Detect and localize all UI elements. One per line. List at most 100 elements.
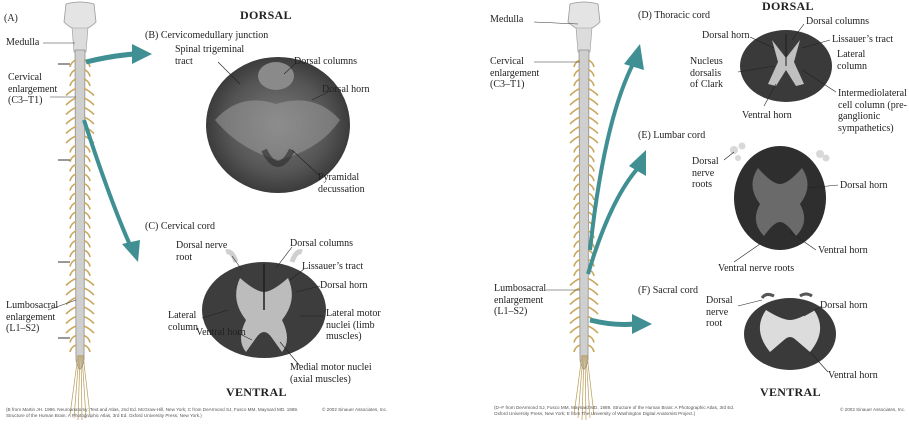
spinal-nerve: [588, 326, 598, 333]
spinal-nerve: [570, 317, 580, 324]
b-dorsal-columns-label: Dorsal columns: [294, 56, 357, 68]
spinal-nerve: [588, 307, 598, 314]
section-e-image: [730, 143, 830, 251]
dorsal-heading: DORSAL: [762, 0, 814, 14]
spinal-nerve: [588, 203, 594, 210]
spinal-nerve: [588, 336, 594, 343]
spinal-nerve: [574, 336, 580, 343]
spinal-nerve: [84, 203, 90, 210]
spinal-nerve: [84, 212, 90, 219]
spinal-nerve: [70, 345, 76, 352]
spinal-nerve: [84, 89, 94, 96]
spinal-nerve: [570, 326, 580, 333]
section-c-title: (C) Cervical cord: [145, 221, 215, 233]
cervical-enlargement-label: Cervicalenlargement(C3–T1): [8, 72, 57, 107]
spinal-nerve: [570, 298, 580, 305]
e-ventral-horn-label: Ventral horn: [818, 245, 868, 257]
spinal-nerve: [570, 279, 580, 286]
nucleus-dorsalis-label: Nucleusdorsalisof Clark: [690, 56, 723, 91]
spinal-nerve: [588, 136, 598, 143]
spinal-nerve: [570, 89, 580, 96]
c-ventral-horn-label: Ventral horn: [196, 327, 246, 339]
arrow-to-c: [84, 120, 140, 262]
spinal-nerve: [66, 317, 76, 324]
section-d-image: [740, 30, 832, 102]
spinal-nerve: [66, 136, 76, 143]
spinal-nerve: [574, 269, 580, 276]
right-footnote: (D–F from DeArmond SJ, Fusco MM, Maynard…: [494, 405, 734, 417]
brainstem: [64, 2, 96, 52]
spinal-nerve: [84, 317, 94, 324]
spinal-nerve: [66, 117, 76, 124]
panel-a-label: (A): [4, 13, 18, 25]
spinal-nerve: [588, 288, 598, 295]
spinal-nerve: [84, 260, 90, 267]
right-copyright: © 2002 Sinauer Associates, Inc.: [840, 407, 905, 413]
spinal-nerve: [588, 345, 594, 352]
spinal-nerve: [588, 117, 598, 124]
d-lissauer-label: Lissauer’s tract: [832, 34, 893, 46]
e-dorsal-horn-label: Dorsal horn: [840, 180, 888, 192]
intermediolateral-label: Intermediolateralcell column (pre-gangli…: [838, 88, 907, 134]
spinal-nerve: [588, 89, 598, 96]
left-panel: (A) Medulla Cervicalenlargement(C3–T1) L…: [0, 0, 448, 425]
dorsal-heading: DORSAL: [240, 9, 292, 23]
section-e-title: (E) Lumbar cord: [638, 130, 705, 142]
spinal-nerve: [66, 89, 76, 96]
lumbosacral-enlargement-label: Lumbosacralenlargement(L1–S2): [494, 283, 546, 318]
f-dorsal-horn-label: Dorsal horn: [820, 300, 868, 312]
spinal-cord: [579, 50, 589, 369]
spinal-nerve: [70, 269, 76, 276]
spinal-nerve: [574, 231, 580, 238]
spinal-nerve: [588, 279, 598, 286]
spinal-nerve: [570, 108, 580, 115]
spinal-nerve: [84, 307, 94, 314]
arrow-to-e: [588, 150, 646, 274]
spinal-nerve: [84, 241, 90, 248]
spinal-nerve: [570, 117, 580, 124]
e-dorsal-nerve-roots-label: Dorsalnerveroots: [692, 156, 719, 191]
spinal-nerve: [66, 98, 76, 105]
arrow-to-b: [86, 44, 152, 64]
spinal-nerve: [574, 203, 580, 210]
spinal-nerve: [570, 136, 580, 143]
c-lissauer-label: Lissauer’s tract: [302, 261, 363, 273]
c-medial-motor-nuclei-label: Medial motor nuclei(axial muscles): [290, 362, 372, 385]
spinal-nerve: [84, 279, 94, 286]
spinal-nerve: [84, 336, 90, 343]
spinal-nerve: [574, 345, 580, 352]
spinal-nerve: [588, 108, 598, 115]
spinal-nerve: [84, 222, 90, 229]
spinal-nerve: [574, 260, 580, 267]
spinal-nerve: [84, 231, 90, 238]
d-dorsal-horn-label: Dorsal horn: [702, 30, 750, 42]
spinal-nerve: [70, 222, 76, 229]
segment-ticks: [58, 64, 70, 338]
spinal-nerve: [70, 336, 76, 343]
lumbosacral-enlargement-label: Lumbosacralenlargement(L1–S2): [6, 300, 58, 335]
spinal-nerve: [574, 212, 580, 219]
spinal-nerve: [570, 288, 580, 295]
d-lateral-column-label: Lateralcolumn: [837, 49, 867, 72]
spinal-nerve: [66, 127, 76, 134]
spinal-nerve: [70, 250, 76, 257]
spinal-nerve: [588, 127, 598, 134]
spinal-nerve: [66, 298, 76, 305]
section-b-title: (B) Cervicomedullary junction: [145, 30, 268, 42]
spinal-nerve: [588, 298, 598, 305]
spinal-nerve: [66, 307, 76, 314]
c-dorsal-horn-label: Dorsal horn: [320, 280, 368, 292]
left-copyright: © 2002 Sinauer Associates, Inc.: [322, 407, 387, 413]
leader-lines: [534, 22, 580, 290]
ventral-heading: VENTRAL: [760, 386, 821, 400]
medulla-label: Medulla: [490, 14, 523, 26]
spinal-nerve: [570, 307, 580, 314]
f-ventral-horn-label: Ventral horn: [828, 370, 878, 382]
spinal-nerve: [66, 288, 76, 295]
c-dorsal-columns-label: Dorsal columns: [290, 238, 353, 250]
e-ventral-nerve-roots-label: Ventral nerve roots: [718, 263, 794, 275]
